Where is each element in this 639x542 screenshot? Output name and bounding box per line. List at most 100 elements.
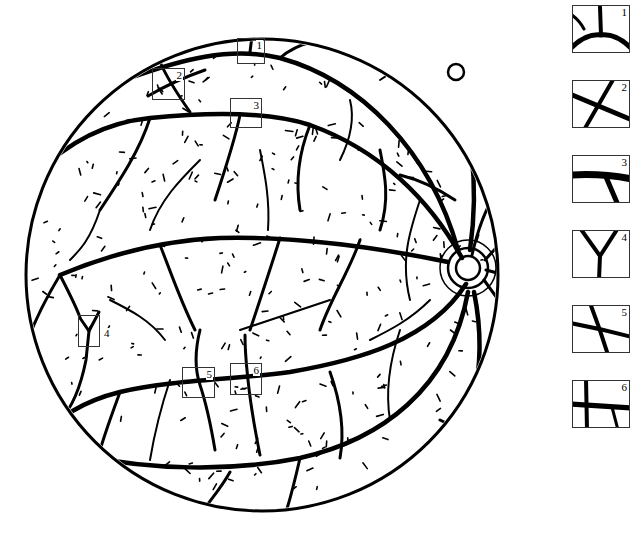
speckle	[217, 470, 221, 472]
speckle	[437, 180, 440, 187]
vessel	[260, 150, 268, 230]
speckle	[423, 284, 429, 286]
speckle	[101, 246, 104, 251]
border-bump	[448, 64, 464, 80]
speckle	[366, 292, 368, 295]
vessel	[440, 420, 495, 434]
vessel	[70, 210, 100, 260]
speckle	[165, 462, 169, 466]
speckle	[390, 189, 395, 191]
vessel	[148, 70, 205, 96]
speckle	[120, 151, 125, 153]
speckle	[472, 320, 475, 322]
speckle	[195, 180, 197, 183]
speckle	[222, 424, 228, 427]
speckle	[108, 297, 114, 300]
vessel	[160, 245, 195, 330]
speckle	[227, 167, 228, 171]
callout-number: 2	[176, 70, 184, 81]
speckle	[309, 441, 311, 446]
region-box: 1	[237, 38, 265, 64]
speckle	[287, 420, 290, 422]
speckle	[359, 239, 361, 243]
vessel	[586, 378, 587, 430]
speckle	[244, 271, 245, 273]
speckle	[189, 81, 194, 83]
vessel	[570, 175, 632, 180]
vessel	[150, 380, 170, 460]
speckle	[416, 277, 418, 279]
inset-views	[570, 7, 632, 430]
speckle	[303, 400, 306, 401]
speckle	[294, 428, 299, 432]
speckle	[316, 128, 318, 134]
speckle	[300, 210, 303, 212]
speckle	[241, 340, 243, 345]
speckle	[220, 288, 225, 290]
speckle	[455, 322, 461, 324]
speckle	[262, 310, 268, 312]
speckle	[221, 433, 224, 437]
speckle	[79, 391, 81, 395]
speckle	[382, 385, 387, 387]
speckle	[234, 391, 236, 394]
speckle	[439, 364, 441, 368]
vessel	[606, 177, 618, 205]
callout-number: 1	[621, 7, 629, 18]
speckle	[321, 433, 324, 439]
speckle	[282, 316, 284, 319]
speckle	[320, 384, 326, 386]
speckle	[132, 343, 134, 345]
speckle	[401, 256, 405, 261]
speckle	[363, 463, 367, 469]
speckle	[296, 146, 298, 150]
speckle	[399, 280, 401, 282]
speckle	[416, 160, 418, 162]
speckle	[152, 181, 155, 182]
vessel	[60, 275, 80, 318]
speckle	[359, 123, 363, 127]
speckle	[295, 402, 299, 408]
speckle	[436, 408, 440, 411]
speckle	[349, 439, 351, 441]
speckle	[396, 234, 398, 237]
speckle	[185, 257, 187, 259]
speckle	[110, 285, 112, 290]
speckle	[159, 88, 162, 91]
vessel	[400, 175, 455, 200]
speckle	[304, 280, 309, 282]
speckle	[287, 180, 289, 183]
speckle	[130, 157, 136, 159]
speckle	[144, 213, 146, 217]
speckle	[56, 252, 59, 254]
speckle	[289, 426, 292, 428]
speckle	[312, 128, 314, 135]
speckle	[426, 170, 431, 172]
speckle	[284, 87, 286, 90]
vessel	[40, 54, 458, 250]
callout-number: 6	[253, 365, 261, 376]
speckle	[159, 293, 162, 294]
speckle	[433, 236, 437, 241]
speckle	[230, 409, 237, 411]
speckle	[181, 95, 182, 97]
speckle	[117, 184, 120, 186]
speckle	[297, 136, 303, 138]
speckle	[377, 414, 384, 416]
speckle	[378, 287, 380, 290]
inset-box: 5	[572, 305, 630, 353]
speckle	[251, 76, 252, 77]
speckle	[53, 241, 55, 242]
vessel	[110, 300, 165, 340]
speckle	[477, 235, 479, 242]
vessel	[370, 300, 430, 340]
speckle	[228, 345, 229, 350]
vessel	[452, 80, 474, 250]
callout-number: 1	[256, 40, 264, 51]
speckle	[72, 275, 75, 277]
speckle	[272, 153, 274, 154]
speckle	[145, 168, 149, 172]
inset-vessel	[570, 175, 632, 206]
vessel	[250, 238, 280, 330]
speckle	[255, 474, 256, 475]
